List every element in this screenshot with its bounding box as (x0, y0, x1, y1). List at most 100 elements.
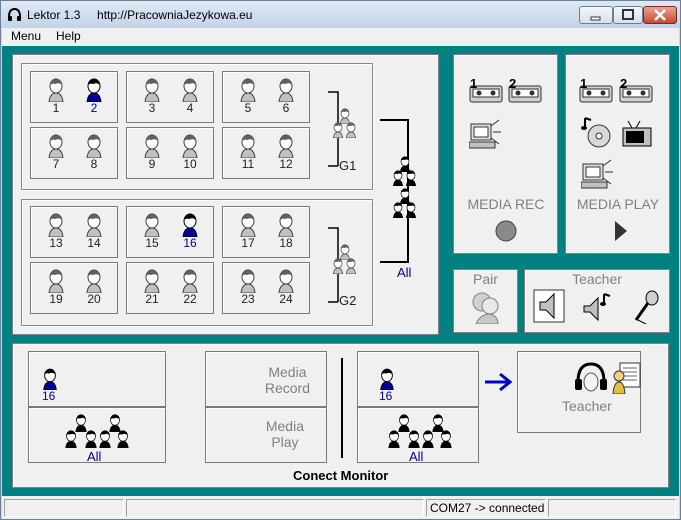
student-number: 12 (279, 157, 293, 171)
student-seat[interactable]: 24 (273, 269, 299, 309)
student-icon (48, 269, 64, 293)
student-icon (278, 269, 294, 293)
station-tile[interactable]: 9 10 (126, 127, 214, 179)
teacher-speaker-large-icon[interactable] (532, 288, 566, 324)
student-seat[interactable]: 1 (43, 78, 69, 118)
student-number: 17 (241, 236, 255, 250)
student-seat[interactable]: 9 (139, 134, 165, 174)
student-number: 16 (183, 236, 197, 250)
student-seat[interactable]: 7 (43, 134, 69, 174)
maximize-icon (622, 9, 634, 20)
student-icon (182, 134, 198, 158)
student-seat[interactable]: 5 (235, 78, 261, 118)
monitor-teacher-tile[interactable]: Teacher (517, 351, 641, 433)
tv-icon[interactable] (622, 120, 654, 148)
computer-speaker-play-icon[interactable] (581, 158, 615, 190)
student-seat[interactable]: 12 (273, 134, 299, 174)
menu-menu[interactable]: Menu (11, 29, 42, 43)
student-number: 15 (145, 236, 159, 250)
student-seat[interactable]: 10 (177, 134, 203, 174)
student-seat[interactable]: 8 (81, 134, 107, 174)
minimize-button[interactable] (579, 6, 613, 24)
record-button[interactable] (494, 219, 518, 243)
student-seat[interactable]: 20 (81, 269, 107, 309)
station-tile[interactable]: 21 22 (126, 262, 214, 314)
group1-icon[interactable] (330, 108, 360, 140)
student-icon (144, 78, 160, 102)
maximize-button[interactable] (613, 6, 643, 24)
student-number: 5 (244, 101, 252, 115)
all-students-icon[interactable] (390, 156, 420, 224)
status-cell-4 (548, 499, 676, 517)
station-tile[interactable]: 13 14 (30, 206, 118, 258)
student-number: 23 (241, 292, 255, 306)
student-number: 18 (279, 236, 293, 250)
student-seat[interactable]: 13 (43, 213, 69, 253)
svg-text:1: 1 (470, 78, 477, 91)
student-seat[interactable]: 14 (81, 213, 107, 253)
menu-help[interactable]: Help (56, 29, 81, 43)
monitor-right-all-tile[interactable]: All (357, 407, 479, 464)
app-url: http://PracowniaJezykowa.eu (97, 8, 253, 22)
student-number: 24 (279, 292, 293, 306)
media-rec-label: MEDIA REC (467, 196, 545, 212)
speaker-music-icon[interactable] (582, 292, 612, 324)
student-icon (182, 78, 198, 102)
cd-music-icon[interactable] (581, 116, 613, 150)
monitor-left-all-tile[interactable]: All (28, 407, 166, 464)
student-seat[interactable]: 22 (177, 269, 203, 309)
student-seat[interactable]: 15 (139, 213, 165, 253)
student-seat[interactable]: 17 (235, 213, 261, 253)
student-seat[interactable]: 16 (177, 213, 203, 253)
monitor-right-student-tile[interactable]: 16 (357, 351, 479, 407)
monitor-media-record-tile[interactable]: Media Record (205, 351, 327, 407)
group2-icon[interactable] (330, 244, 360, 276)
student-icon (144, 269, 160, 293)
monitor-right-all-label: All (409, 449, 424, 464)
student-icon (43, 368, 57, 390)
student-active-icon (182, 213, 198, 237)
microphone-icon[interactable] (630, 290, 660, 324)
student-seat[interactable]: 4 (177, 78, 203, 118)
pair-icon[interactable] (470, 290, 502, 324)
student-seat[interactable]: 19 (43, 269, 69, 309)
svg-text:2: 2 (620, 78, 627, 91)
student-active-icon (86, 78, 102, 102)
cassette-2-rec-icon[interactable]: 2 (508, 78, 542, 104)
student-seat[interactable]: 2 (81, 78, 107, 118)
cassette-1-play-icon[interactable]: 1 (579, 78, 613, 104)
student-icon (240, 134, 256, 158)
student-seat[interactable]: 11 (235, 134, 261, 174)
play-button[interactable] (612, 219, 630, 243)
cassette-2-play-icon[interactable]: 2 (619, 78, 653, 104)
arrow-right-icon (485, 372, 513, 392)
headphones-app-icon (8, 7, 21, 21)
monitor-left-all-label: All (87, 449, 102, 464)
station-tile[interactable]: 23 24 (222, 262, 310, 314)
station-tile[interactable]: 11 12 (222, 127, 310, 179)
cassette-1-rec-icon[interactable]: 1 (469, 78, 503, 104)
student-seat[interactable]: 6 (273, 78, 299, 118)
student-seat[interactable]: 3 (139, 78, 165, 118)
student-icon (278, 213, 294, 237)
computer-speaker-rec-icon[interactable] (469, 118, 503, 150)
status-bar: COM27 -> connected (2, 496, 679, 519)
window-title: Lektor 1.3 http://PracowniaJezykowa.eu (27, 8, 252, 22)
monitor-media-play-tile[interactable]: Media Play (205, 407, 327, 463)
student-seat[interactable]: 21 (139, 269, 165, 309)
student-number: 6 (282, 101, 290, 115)
monitor-left-student-tile[interactable]: 16 (28, 351, 166, 407)
student-seat[interactable]: 23 (235, 269, 261, 309)
title-bar: Lektor 1.3 http://PracowniaJezykowa.eu (1, 1, 680, 28)
student-number: 11 (241, 157, 255, 171)
group2-connector (328, 227, 339, 303)
student-seat[interactable]: 18 (273, 213, 299, 253)
close-button[interactable] (643, 6, 677, 24)
